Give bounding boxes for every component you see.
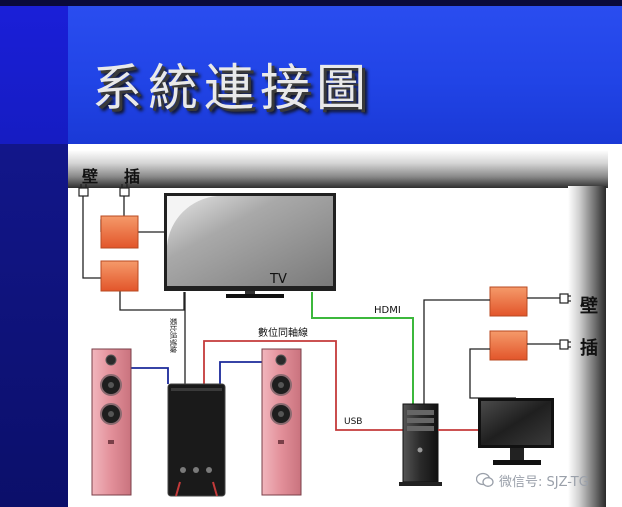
- watermark: 微信号: SJZ-TG: [476, 470, 589, 490]
- title-band: [68, 6, 622, 144]
- power-outlet-box: [489, 330, 528, 361]
- plug-icon: [559, 339, 571, 350]
- coax-cable: [203, 340, 403, 431]
- power-outlet-box: [489, 286, 528, 317]
- wall-beam-top: [68, 150, 608, 188]
- wechat-icon: [476, 472, 494, 487]
- audio-cable-label: 類比訊號線: [169, 318, 178, 353]
- pc-tower-icon: [399, 403, 442, 486]
- plug-icon: [559, 293, 571, 304]
- plug-icon: [78, 184, 89, 197]
- monitor-icon: [478, 398, 554, 465]
- speaker-cable-left: [131, 367, 169, 384]
- power-outlet-box: [100, 215, 139, 249]
- wall-label-top-2: 插: [124, 167, 141, 186]
- page-title: 系統連接圖: [92, 59, 372, 117]
- wall-label-right-1: 壁: [580, 296, 598, 317]
- wall-label-top-1: 壁: [82, 167, 99, 186]
- left-dark-panel: [0, 144, 68, 507]
- tv-icon: [164, 193, 336, 298]
- wall-beam-right: [568, 186, 606, 507]
- top-strip: [0, 0, 622, 6]
- watermark-text: 微信号: SJZ-TG: [499, 474, 589, 490]
- hdmi-label: HDMI: [374, 305, 401, 316]
- power-outlet-box: [100, 260, 139, 292]
- hdmi-cable: [311, 292, 414, 404]
- speaker-icon: [261, 348, 302, 496]
- plug-icon: [119, 184, 130, 197]
- amplifier-icon: [167, 383, 226, 497]
- tv-label: TV: [269, 272, 287, 287]
- usb-label: USB: [344, 417, 362, 427]
- wall-label-right-2: 插: [580, 338, 598, 359]
- speaker-cable-right: [219, 361, 262, 384]
- coax-label: 數位同軸線: [258, 326, 308, 339]
- speaker-icon: [91, 348, 132, 496]
